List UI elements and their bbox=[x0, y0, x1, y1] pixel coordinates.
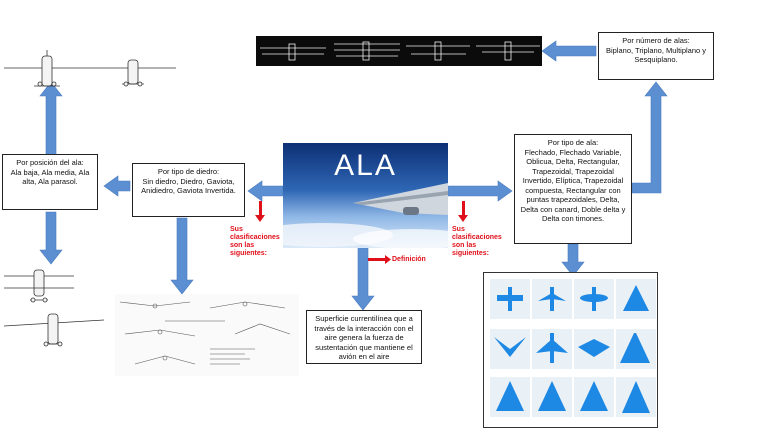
hero-title: ALA bbox=[334, 149, 397, 182]
wing-types-grid-image bbox=[483, 272, 658, 428]
red-arrow-left-head bbox=[255, 215, 265, 222]
arrow-down-to-definition bbox=[351, 247, 375, 311]
plane-parasol-image bbox=[92, 59, 176, 87]
red-arrow-left-shaft bbox=[259, 201, 262, 217]
arrow-down-to-diedro-image bbox=[170, 217, 194, 295]
arrow-to-posicion bbox=[103, 175, 131, 197]
arrow-up-to-plane bbox=[39, 81, 63, 159]
arrow-to-tipo bbox=[447, 180, 513, 202]
plane-low-wing-image bbox=[4, 269, 74, 303]
box-definicion: Superficie currentilínea que a través de… bbox=[306, 310, 422, 364]
note-right: Sus clasificaciones son las siguientes: bbox=[452, 226, 502, 257]
arrow-to-biplanes bbox=[541, 40, 597, 62]
box-posicion: Por posición del ala: Ala baja, Ala medi… bbox=[2, 154, 98, 210]
biplane-photo-strip bbox=[256, 36, 542, 66]
arrow-up-to-numero bbox=[631, 81, 668, 194]
arrow-to-diedro bbox=[247, 180, 284, 202]
red-arrow-def-head bbox=[385, 255, 391, 264]
red-arrow-right-shaft bbox=[462, 201, 465, 217]
red-arrow-right-head bbox=[458, 215, 468, 222]
plane-mid-wing-image bbox=[4, 313, 104, 347]
note-left: Sus clasificaciones son las siguientes: bbox=[230, 226, 280, 257]
box-diedro: Por tipo de diedro: Sin diedro, Diedro, … bbox=[132, 163, 245, 217]
arrow-down-to-grid bbox=[561, 243, 585, 277]
box-tipo: Por tipo de ala: Flechado, Flechado Vari… bbox=[514, 134, 632, 244]
diedro-sketch-image bbox=[115, 294, 299, 376]
arrow-down-to-plane bbox=[39, 211, 63, 265]
red-arrow-def-shaft bbox=[368, 258, 386, 261]
box-numero: Por número de alas: Biplano, Triplano, M… bbox=[598, 32, 714, 80]
ala-hero-image: ALA bbox=[283, 143, 448, 248]
wing-photo bbox=[283, 143, 448, 248]
note-definicion: Definición bbox=[392, 256, 426, 263]
plane-high-wing-image bbox=[4, 50, 92, 87]
